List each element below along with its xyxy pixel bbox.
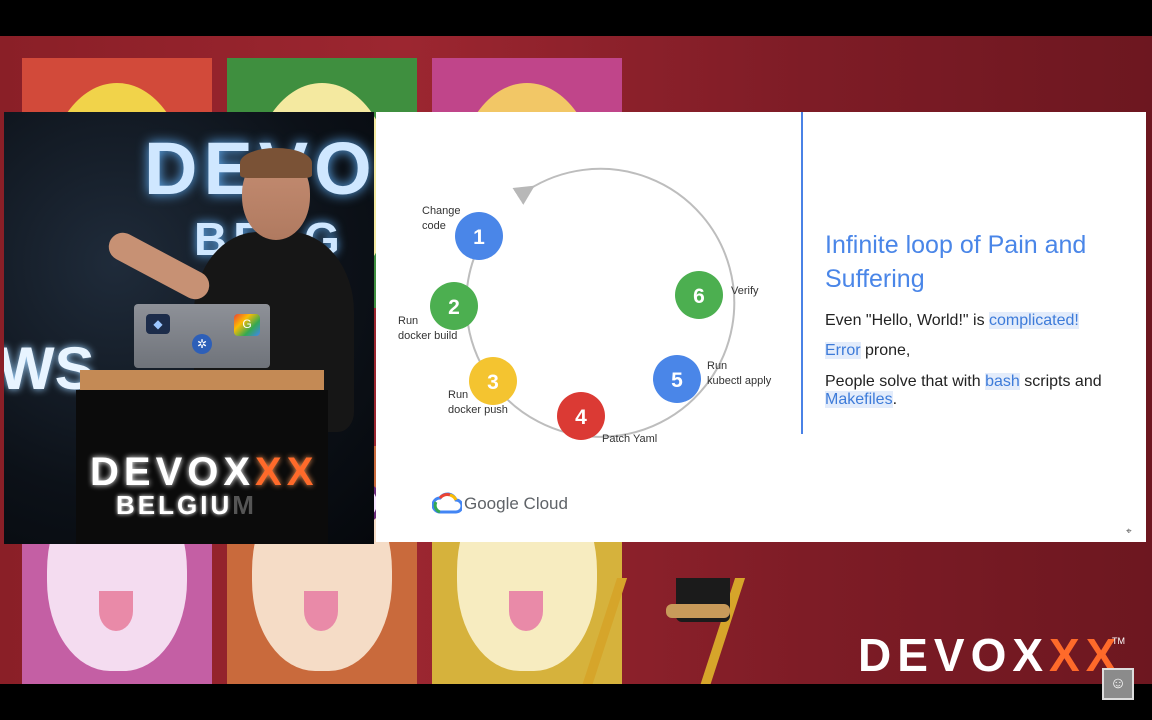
podium-belgium-text: BELGIUM bbox=[116, 490, 257, 521]
step-label-6: Verify bbox=[731, 285, 759, 297]
step-node-3 bbox=[469, 357, 517, 405]
podium-m-text: M bbox=[232, 490, 257, 520]
step-label-5: Run bbox=[707, 360, 727, 372]
brand-trademark: TM bbox=[1112, 636, 1125, 646]
devoxx-brand-logo: DEVOXXX bbox=[858, 628, 1122, 682]
slide-divider bbox=[801, 112, 803, 434]
step-node-2 bbox=[430, 282, 478, 330]
bullet-2-highlight: Error bbox=[825, 342, 861, 359]
step-node-5 bbox=[653, 355, 701, 403]
podium bbox=[76, 390, 328, 544]
step-label-1: code bbox=[422, 220, 446, 232]
google-cloud-wordmark: Google Cloud bbox=[464, 494, 568, 513]
step-number-4: 4 bbox=[575, 406, 587, 429]
step-number-1: 1 bbox=[473, 226, 485, 249]
step-number-3: 3 bbox=[487, 371, 499, 394]
bullet-3-text-2: scripts and bbox=[1019, 373, 1102, 390]
person-shoe bbox=[666, 604, 730, 618]
step-number-5: 5 bbox=[671, 369, 683, 392]
step-label-3: Run bbox=[448, 389, 468, 401]
step-label-2: Run bbox=[398, 315, 418, 327]
podium-belgiu-text: BELGIU bbox=[116, 490, 233, 520]
podium-x-accent-2: X bbox=[286, 450, 319, 494]
step-label-2: docker build bbox=[398, 330, 457, 342]
kubernetes-sticker-icon: ✲ bbox=[192, 334, 212, 354]
slide-title: Infinite loop of Pain and Suffering bbox=[825, 231, 1087, 293]
google-sticker-icon: G bbox=[234, 314, 260, 336]
podium-devox-text: DEVOX bbox=[90, 450, 256, 494]
bullet-3-highlight-bash: bash bbox=[985, 373, 1020, 390]
speaker-hair bbox=[240, 148, 312, 178]
step-label-3: docker push bbox=[448, 404, 508, 416]
podium-top bbox=[80, 370, 324, 392]
podium-x-accent: X bbox=[255, 450, 287, 494]
slide-cursor-icon: ⌖ bbox=[1126, 526, 1132, 537]
bullet-3-text-3: . bbox=[892, 391, 898, 408]
brand-devox-text: DEVOX bbox=[858, 629, 1050, 681]
step-node-6 bbox=[675, 271, 723, 319]
bullet-1-highlight: complicated! bbox=[989, 312, 1079, 329]
avatar-icon[interactable]: ☺ bbox=[1102, 668, 1134, 700]
bullet-1-text: Even "Hello, World!" is bbox=[825, 312, 990, 329]
letterbox-top bbox=[0, 0, 1152, 36]
slide-bullet-1: Even "Hello, World!" is complicated! bbox=[825, 312, 1135, 330]
step-number-6: 6 bbox=[693, 285, 705, 308]
bullet-3-text: People solve that with bbox=[825, 373, 986, 390]
step-node-4 bbox=[557, 392, 605, 440]
step-label-4: Patch Yaml bbox=[602, 433, 657, 445]
bullet-3-highlight-makefiles: Makefiles bbox=[825, 391, 893, 408]
bullet-2-text: prone, bbox=[860, 342, 911, 359]
speaker-camera-feed: DEVOX BELG WS ◆ ✲ G DEVOXXX BELGIUM bbox=[4, 112, 374, 544]
step-node-1 bbox=[455, 212, 503, 260]
step-label-5: kubectl apply bbox=[707, 375, 772, 387]
letterbox-bottom bbox=[0, 684, 1152, 720]
podium-devoxx-logo: DEVOXXX bbox=[90, 450, 318, 495]
slide-bullet-2: Error prone, bbox=[825, 342, 1135, 360]
laptop-sticker-icon: ◆ bbox=[146, 314, 170, 334]
step-label-1: Change bbox=[422, 205, 461, 217]
slide-bullet-3: People solve that with bash scripts and … bbox=[825, 373, 1135, 409]
step-number-2: 2 bbox=[448, 296, 460, 319]
laptop: ◆ ✲ G bbox=[134, 304, 270, 368]
google-cloud-logo-icon bbox=[432, 492, 462, 514]
brand-x-accent: X bbox=[1049, 629, 1086, 681]
